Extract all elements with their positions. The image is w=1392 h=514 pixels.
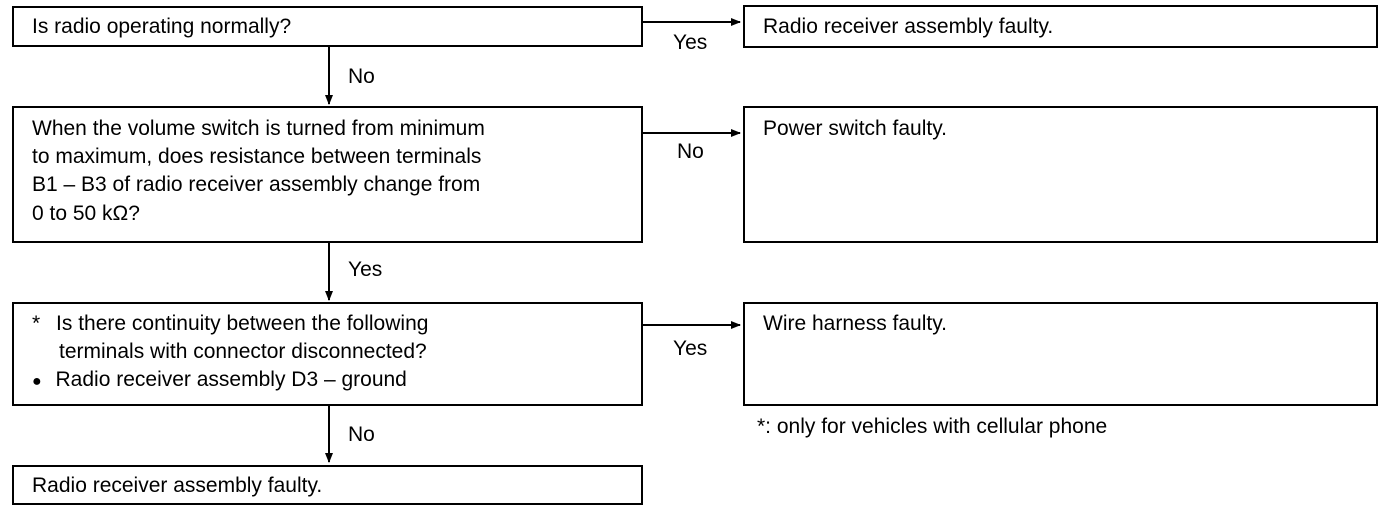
result-box-3: Wire harness faulty. (743, 302, 1378, 406)
question-box-1: Is radio operating normally? (12, 6, 643, 47)
question-2-line-2: to maximum, does resistance between term… (32, 145, 482, 168)
question-3-line-3-text: Radio receiver assembly D3 – ground (55, 368, 407, 391)
branch-label-q3-yes: Yes (673, 337, 708, 360)
question-3-line-1: * Is there continuity between the follow… (32, 310, 428, 338)
question-3-line-1-text: Is there continuity between the followin… (56, 312, 429, 335)
question-3-line-3: ● Radio receiver assembly D3 – ground (32, 366, 407, 396)
result-1-text: Radio receiver assembly faulty. (763, 15, 1054, 38)
branch-label-q2-yes: Yes (348, 258, 383, 281)
question-3-line-2: terminals with connector disconnected? (59, 340, 427, 363)
branch-label-q2-no: No (677, 140, 704, 163)
question-2-line-1: When the volume switch is turned from mi… (32, 117, 485, 140)
bullet-icon: ● (32, 373, 42, 390)
question-1-text: Is radio operating normally? (32, 15, 292, 38)
question-box-2: When the volume switch is turned from mi… (12, 106, 643, 243)
branch-label-q1-yes: Yes (673, 31, 708, 54)
question-2-line-3: B1 – B3 of radio receiver assembly chang… (32, 173, 481, 196)
result-4-text: Radio receiver assembly faulty. (32, 474, 323, 497)
result-2-text: Power switch faulty. (763, 117, 948, 140)
question-box-3: * Is there continuity between the follow… (12, 302, 643, 406)
result-box-2: Power switch faulty. (743, 106, 1378, 243)
branch-label-q1-no: No (348, 65, 375, 88)
question-2-line-4: 0 to 50 kΩ? (32, 202, 140, 225)
asterisk-mark: * (32, 312, 41, 335)
result-box-4: Radio receiver assembly faulty. (12, 465, 643, 505)
result-box-1: Radio receiver assembly faulty. (743, 5, 1378, 48)
result-3-text: Wire harness faulty. (763, 312, 948, 335)
branch-label-q3-no: No (348, 423, 375, 446)
footnote: *: only for vehicles with cellular phone (757, 415, 1108, 438)
